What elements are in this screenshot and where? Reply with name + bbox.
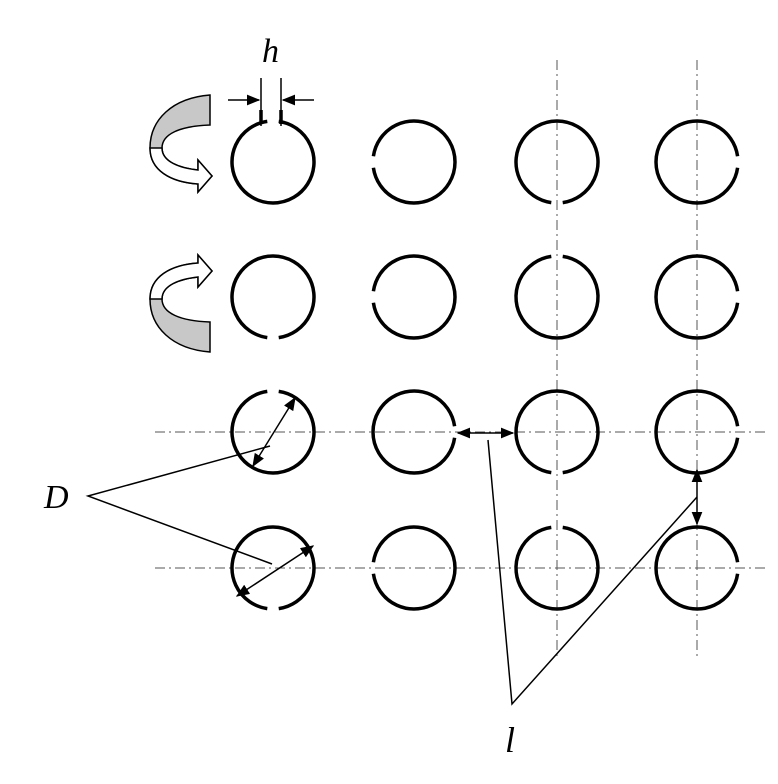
split-ring-r3-c4 [654, 389, 740, 475]
split-ring-r1-c1 [230, 119, 316, 205]
split-ring-r4-c2 [371, 525, 457, 611]
gap-width-label: h [262, 33, 279, 70]
split-ring-r1-c4 [654, 119, 740, 205]
split-ring-r2-c4 [654, 254, 740, 340]
split-ring-r1-c2 [371, 119, 457, 205]
diameter-label: D [43, 479, 69, 516]
split-ring-r2-c3 [514, 254, 600, 340]
split-ring-r3-c2 [371, 389, 457, 475]
gap-dimension [228, 78, 314, 126]
diameter-dimension [85, 396, 315, 597]
center-lines [155, 60, 765, 660]
spacing-label: l [505, 720, 515, 760]
split-ring-r2-c1 [230, 254, 316, 340]
split-ring-r4-c3 [514, 525, 600, 611]
split-ring-r1-c3 [514, 119, 600, 205]
split-ring-r3-c3 [514, 389, 600, 475]
spacing-dimension [456, 427, 703, 706]
split-ring-r3-c1 [230, 389, 316, 475]
split-ring-grid [230, 110, 740, 611]
split-ring-r4-c4 [654, 525, 740, 611]
rotation-arrow-bottom [149, 253, 213, 353]
rotation-arrow-top [149, 94, 213, 194]
split-ring-r2-c2 [371, 254, 457, 340]
